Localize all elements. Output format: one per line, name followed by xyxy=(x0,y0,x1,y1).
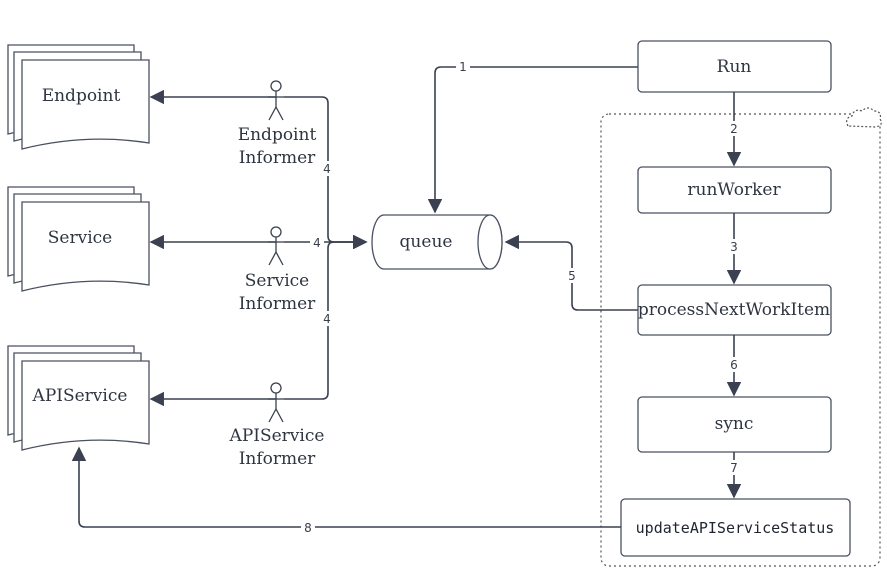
edge-label-4c: 4 xyxy=(323,312,331,326)
edge-endpoint-informer-queue: 4 xyxy=(284,96,368,250)
endpoint-informer-actor-icon xyxy=(268,80,284,121)
edge-label-2: 2 xyxy=(730,122,738,136)
edge-label-3: 3 xyxy=(730,240,738,254)
process-next-work-item-node: processNextWorkItem xyxy=(637,284,832,336)
edge-apiservice-informer-queue: 4 xyxy=(284,234,368,400)
edge-label-5: 5 xyxy=(568,269,576,283)
svg-text:Informer: Informer xyxy=(239,148,316,168)
svg-text:Endpoint: Endpoint xyxy=(238,125,317,145)
edge-label-8: 8 xyxy=(304,521,312,535)
update-apiservice-status-node: updateAPIServiceStatus xyxy=(620,498,851,557)
worker-container xyxy=(600,107,882,567)
edge-run-runworker: 2 xyxy=(726,92,742,167)
edge-label-7: 7 xyxy=(730,461,738,475)
svg-text:Informer: Informer xyxy=(239,294,316,314)
apiservice-informer-label: APIService Informer xyxy=(228,425,326,469)
edge-sync-update: 7 xyxy=(726,452,742,499)
sync-label: sync xyxy=(715,414,754,434)
apiservice-label: APIService xyxy=(32,386,128,406)
endpoint-label: Endpoint xyxy=(42,86,121,106)
update-apiservice-status-label: updateAPIServiceStatus xyxy=(636,519,835,537)
runworker-label: runWorker xyxy=(687,180,781,200)
edge-label-4b: 4 xyxy=(313,236,321,250)
endpoint-doc-stack: Endpoint xyxy=(7,44,150,150)
run-label: Run xyxy=(717,57,752,77)
cloud-icon xyxy=(846,107,882,128)
service-doc-stack: Service xyxy=(7,186,150,292)
edge-label-6: 6 xyxy=(730,358,738,372)
service-informer-actor-icon xyxy=(268,226,284,266)
endpoint-informer-label: Endpoint Informer xyxy=(238,124,317,168)
service-label: Service xyxy=(48,228,112,248)
edge-label-4a: 4 xyxy=(323,162,331,176)
svg-text:Service: Service xyxy=(245,271,309,291)
process-next-work-item-label: processNextWorkItem xyxy=(638,300,830,320)
queue-cylinder: queue xyxy=(371,214,503,270)
edge-runworker-process: 3 xyxy=(726,213,742,285)
edge-update-apiservice: 8 xyxy=(71,446,621,535)
edge-label-1: 1 xyxy=(459,60,467,74)
edge-process-sync: 6 xyxy=(726,335,742,397)
run-node: Run xyxy=(637,40,832,93)
queue-label: queue xyxy=(400,232,453,252)
svg-text:APIService: APIService xyxy=(229,426,325,446)
sync-node: sync xyxy=(637,396,832,453)
service-informer-label: Service Informer xyxy=(239,269,316,314)
svg-text:Informer: Informer xyxy=(239,449,316,469)
runworker-node: runWorker xyxy=(637,166,832,214)
edge-process-queue: 5 xyxy=(504,234,638,311)
apiservice-informer-actor-icon xyxy=(268,382,284,423)
edge-run-queue: 1 xyxy=(427,60,638,214)
apiservice-doc-stack: APIService xyxy=(7,345,150,451)
